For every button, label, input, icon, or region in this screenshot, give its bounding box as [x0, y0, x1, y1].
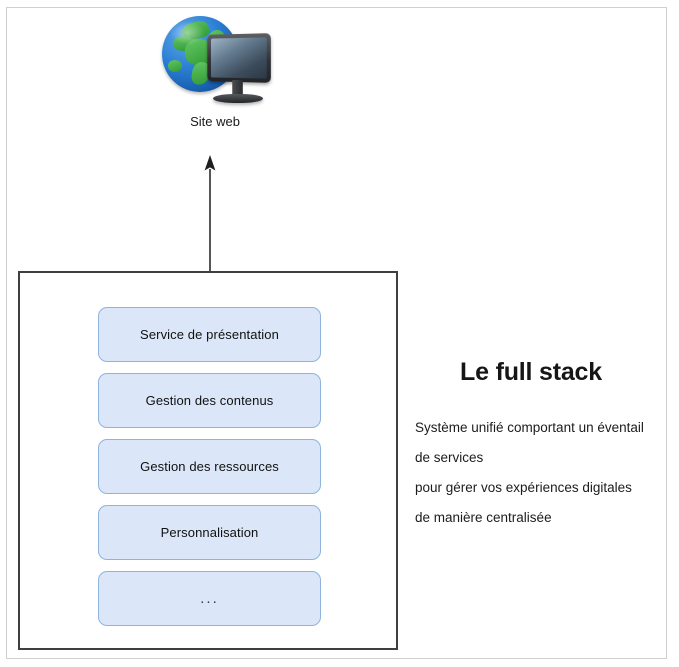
arrow-up-icon	[198, 155, 222, 273]
page-frame	[6, 7, 667, 659]
monitor-bezel	[207, 33, 271, 83]
globe-monitor-icon	[150, 12, 280, 110]
globe-landmass	[168, 60, 182, 73]
list-item-label: Gestion des ressources	[140, 459, 279, 474]
service-list: Service de présentation Gestion des cont…	[98, 307, 321, 626]
website-node: Site web	[150, 12, 280, 137]
list-item[interactable]: Gestion des contenus	[98, 373, 321, 428]
list-item-label: ...	[200, 590, 219, 607]
list-item[interactable]: Service de présentation	[98, 307, 321, 362]
info-description: Système unifié comportant un éventail de…	[415, 413, 665, 533]
list-item-more[interactable]: ...	[98, 571, 321, 626]
info-description-line: Système unifié comportant un éventail	[415, 420, 644, 435]
list-item[interactable]: Personnalisation	[98, 505, 321, 560]
monitor-icon	[205, 33, 271, 110]
info-block: Le full stack Système unifié comportant …	[415, 358, 665, 533]
list-item-label: Gestion des contenus	[145, 393, 274, 408]
full-stack-container: Service de présentation Gestion des cont…	[18, 271, 398, 650]
info-description-line: pour gérer vos expériences digitales	[415, 480, 632, 495]
monitor-stand-base	[213, 94, 263, 103]
list-item-label: Service de présentation	[140, 327, 279, 342]
info-description-line: de manière centralisée	[415, 510, 552, 525]
list-item[interactable]: Gestion des ressources	[98, 439, 321, 494]
website-node-label: Site web	[190, 114, 240, 129]
monitor-screen	[210, 37, 267, 79]
page-title: Le full stack	[460, 358, 602, 386]
info-description-line: de services	[415, 450, 484, 465]
list-item-label: Personnalisation	[160, 525, 259, 540]
